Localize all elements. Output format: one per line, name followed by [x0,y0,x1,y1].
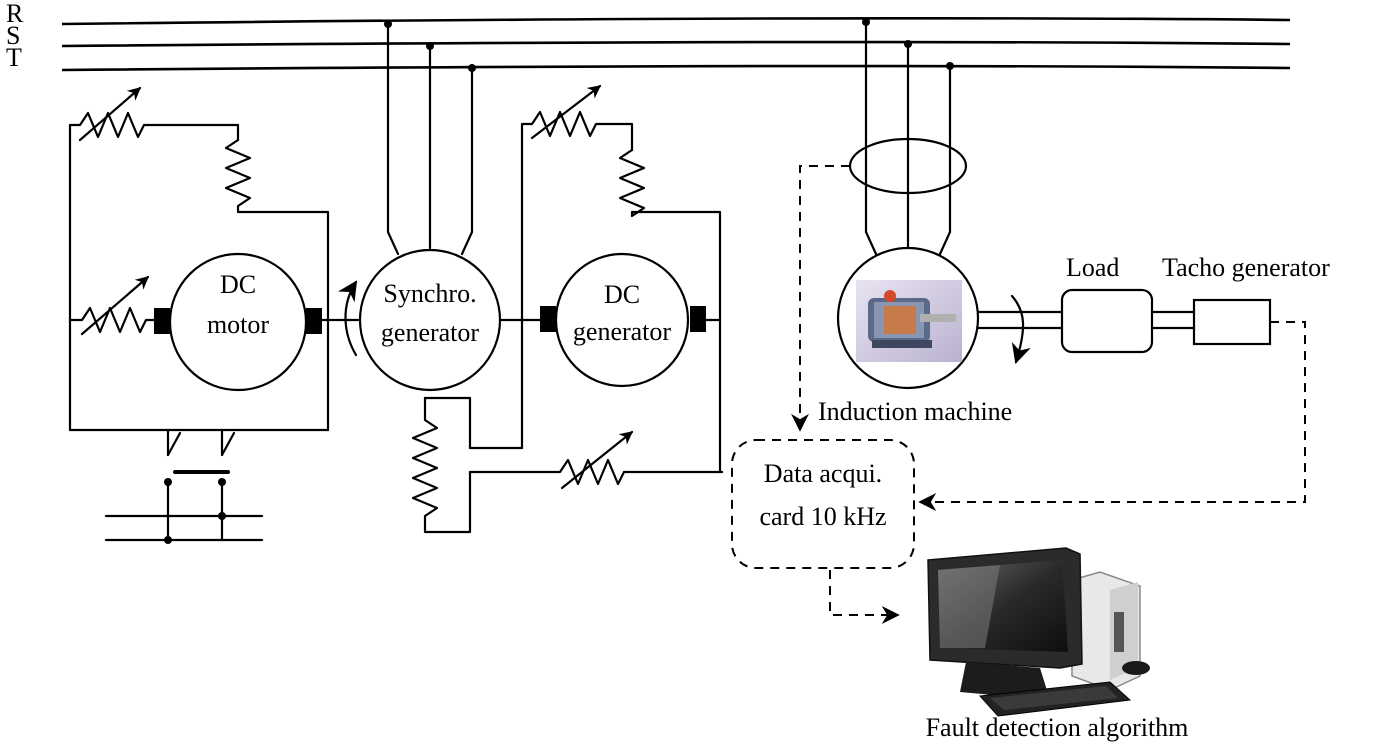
three-phase-bus: R S T [6,0,1291,72]
synchro-generator-label: Synchro. [383,279,476,308]
induction-machine-label: Induction machine [818,397,1012,426]
data-link [829,570,900,624]
dc-motor-label: DC [220,270,256,299]
tacho-generator-box [1192,298,1272,346]
rotation-arrow [1010,294,1031,364]
data-acquisition-label: card 10 kHz [759,502,886,531]
data-acquisition: Data acqui. card 10 kHz [731,165,1306,624]
bus-label-t: T [6,43,22,72]
load-box [1060,288,1154,354]
induction-motor-image [856,280,962,362]
bus-label-s: S [6,21,20,50]
rheostat-arrow [530,84,602,140]
synchro-generator-circuit: Synchro. generator [358,20,724,534]
dc-generator-circuit: DC generator [540,148,722,474]
data-acquisition-card [731,439,915,569]
computer: Fault detection algorithm [926,547,1189,742]
dc-motor-circuit: DC motor [68,86,362,544]
synchro-generator-label: generator [381,318,480,347]
computer-label: Fault detection algorithm [926,713,1189,742]
data-acquisition-label: Data acqui. [764,459,882,488]
rotation-arrow [337,280,358,357]
rheostat-arrow [560,430,634,490]
induction-machine-circuit: Load Tacho generator Induction machine [818,18,1330,426]
bus-label-r: R [6,0,24,28]
dc-motor-label: motor [207,310,269,339]
dc-generator-label: generator [573,317,672,346]
current-signal [791,165,850,432]
tacho-generator-label: Tacho generator [1162,253,1330,282]
dc-generator-label: DC [604,280,640,309]
rheostat-arrow [80,275,150,336]
rheostat-arrow [78,86,142,142]
dc-generator [554,252,690,388]
speed-signal [918,321,1306,511]
load-label: Load [1066,253,1119,282]
